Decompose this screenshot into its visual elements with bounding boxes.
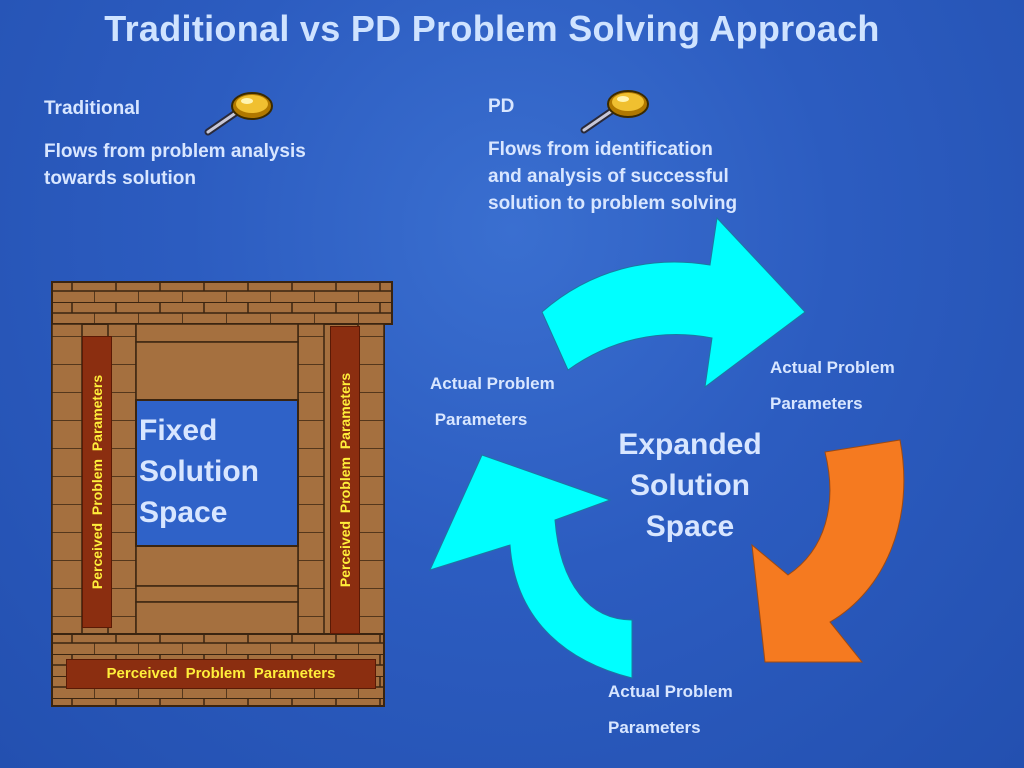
- actual-parameters-line: Actual Problem: [430, 374, 555, 393]
- actual-parameters-line: Actual Problem: [770, 358, 895, 377]
- expanded-label-line: Space: [645, 510, 735, 543]
- perceived-parameters-left: Perceived Problem Parameters: [82, 336, 112, 628]
- pd-description-line: solution to problem solving: [488, 193, 738, 214]
- pd-description-line: Flows from identification: [488, 139, 713, 160]
- fixed-solution-space-label: Fixed Solution Space: [139, 410, 259, 533]
- actual-parameters-right: Actual Problem Parameters: [770, 350, 895, 422]
- actual-parameters-line: Parameters: [430, 410, 528, 429]
- traditional-heading: Traditional: [44, 98, 141, 119]
- fixed-label-line: Fixed: [139, 414, 218, 447]
- magnifier-icon: [580, 90, 649, 134]
- actual-parameters-line: Parameters: [770, 394, 863, 413]
- cycle-arrow-left: [429, 454, 633, 679]
- pd-description: Flows from identification and analysis o…: [488, 136, 737, 217]
- traditional-description: Flows from problem analysis towards solu…: [44, 138, 306, 192]
- actual-parameters-line: Actual Problem: [608, 682, 733, 701]
- pd-heading: PD: [488, 96, 515, 117]
- expanded-label-line: Solution: [630, 469, 750, 502]
- traditional-description-line: Flows from problem analysis: [44, 141, 306, 162]
- actual-parameters-line: Parameters: [608, 718, 701, 737]
- brick-wall: [51, 281, 393, 707]
- cycle-arrow-right: [751, 439, 905, 663]
- traditional-description-line: towards solution: [44, 168, 196, 189]
- perceived-parameters-left-text: Perceived Problem Parameters: [89, 374, 105, 590]
- cycle-arrow-top: [541, 216, 806, 389]
- page-title: Traditional vs PD Problem Solving Approa…: [104, 8, 880, 49]
- magnifier-icon: [204, 92, 273, 136]
- cycle-arrows: [429, 216, 905, 679]
- actual-parameters-bottom: Actual Problem Parameters: [608, 674, 733, 746]
- fixed-label-line: Solution: [139, 455, 259, 488]
- expanded-label-line: Expanded: [618, 428, 762, 461]
- perceived-parameters-right: Perceived Problem Parameters: [330, 326, 360, 634]
- actual-parameters-left: Actual Problem Parameters: [430, 366, 555, 438]
- perceived-parameters-right-text: Perceived Problem Parameters: [337, 372, 353, 588]
- fixed-label-line: Space: [139, 496, 228, 529]
- expanded-solution-space-label: Expanded Solution Space: [590, 424, 790, 547]
- pd-description-line: and analysis of successful: [488, 166, 729, 187]
- perceived-parameters-bottom: Perceived Problem Parameters: [66, 659, 376, 689]
